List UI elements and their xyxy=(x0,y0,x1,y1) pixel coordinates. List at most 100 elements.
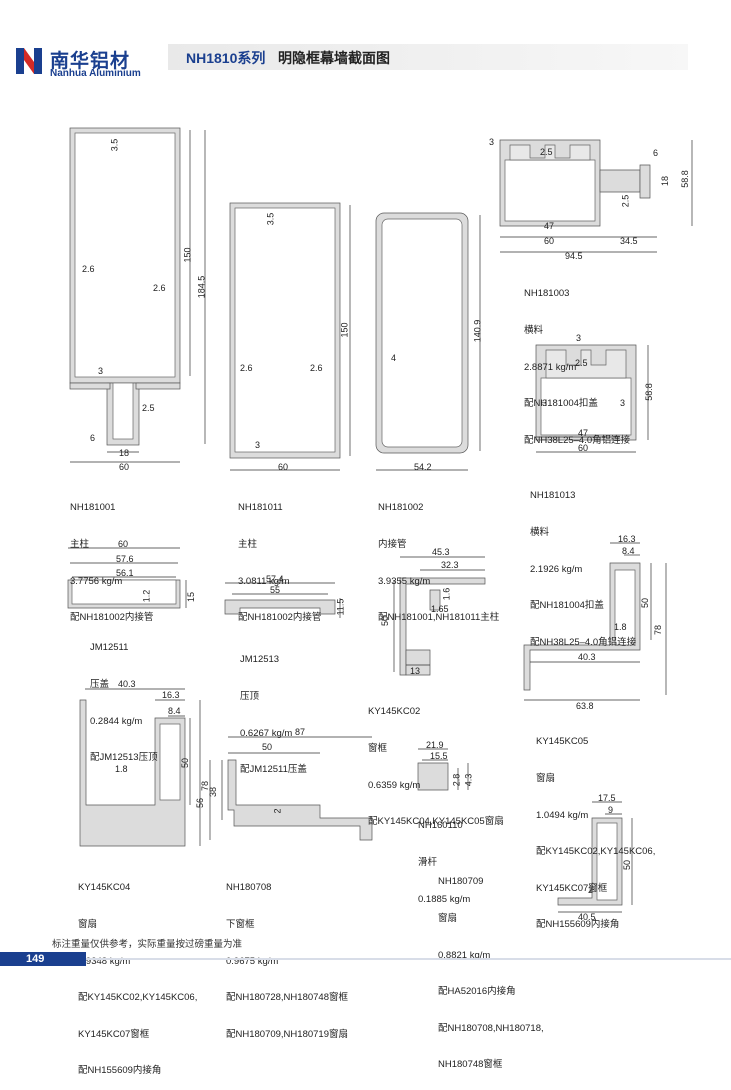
dim-label: 150 xyxy=(339,322,350,338)
dim-label: 2.5 xyxy=(575,358,588,368)
profile-name: 下窗框 xyxy=(226,919,255,931)
profile-name: 窗扇 xyxy=(78,919,98,931)
profile-code: JM12513 xyxy=(240,654,280,666)
caption-nh181002: NH181002 内接管 3.9355 kg/m 配NH181001,NH181… xyxy=(378,478,499,637)
profile-weight: 3.0811 kg/m xyxy=(238,575,290,587)
dim-label: 32.3 xyxy=(441,560,459,570)
profile-note: 配NH38L25–4.0角铝连接 xyxy=(530,636,637,648)
dim-label: 60 xyxy=(544,236,555,246)
profile-nh180708 xyxy=(209,736,373,841)
profile-note: 配NH180728,NH180748窗框 xyxy=(226,992,348,1004)
caption-nh181003: NH181003 横料 2.8871 kg/m 配NH181004扣盖 配NH3… xyxy=(524,264,630,459)
dim-label: 2.6 xyxy=(82,264,95,274)
profile-weight: 0.9348 kg/m xyxy=(78,955,131,967)
profile-name: 内接管 xyxy=(378,539,407,551)
dim-label: 3 xyxy=(489,137,495,147)
dim-label: 9 xyxy=(608,805,614,815)
profile-note: KY145KC07窗框 xyxy=(78,1028,150,1040)
dim-label: 60 xyxy=(119,462,130,472)
profile-code: NH160110 xyxy=(418,820,463,832)
profile-nh180709 xyxy=(557,801,633,913)
profile-note: 配JM12513压顶 xyxy=(90,752,158,764)
dim-label: 54.2 xyxy=(414,462,432,472)
dim-label: 87 xyxy=(295,727,306,737)
profile-note: 配KY145KC04,KY145KC05窗扇 xyxy=(368,816,504,828)
dim-label: 2.5 xyxy=(142,403,155,413)
profile-weight: 1.0494 kg/m xyxy=(536,809,589,821)
profile-code: NH181011 xyxy=(238,502,283,514)
profile-note: 配NH181002内接管 xyxy=(238,612,322,624)
dim-label: 40.3 xyxy=(578,652,596,662)
profile-note: 配NH181004扣盖 xyxy=(524,398,598,410)
profile-weight: 0.2844 kg/m xyxy=(90,715,143,727)
profile-nh160110 xyxy=(417,748,469,791)
profile-weight: 0.6267 kg/m xyxy=(240,727,293,739)
dim-label: 21.9 xyxy=(426,740,444,750)
profile-code: NH181002 xyxy=(378,502,424,514)
dim-label: 94.5 xyxy=(565,251,583,261)
profile-note: 配NH181004扣盖 xyxy=(530,600,604,612)
brand-name-cn: 南华铝材 xyxy=(50,51,131,72)
dim-label: 3.5 xyxy=(265,212,276,226)
dim-label: 140.9 xyxy=(472,319,483,343)
nanhua-logo xyxy=(16,48,42,74)
caption-nh181011: NH181011 主柱 3.0811 kg/m 配NH181002内接管 xyxy=(238,478,321,637)
brand-name-en: Nanhua Aluminium xyxy=(50,68,141,79)
page-header: 南华铝材 Nanhua Aluminium NH1810系列 明隐框幕墙截面图 xyxy=(0,38,731,80)
dim-label: 6 xyxy=(653,148,659,158)
profile-code: NH180709 xyxy=(438,876,484,888)
dim-label: 2.5 xyxy=(620,194,631,208)
profile-code: JM12511 xyxy=(90,642,129,654)
profile-ky145kc02 xyxy=(393,556,486,676)
weight-disclaimer: 标注重量仅供参考，实际重量按过磅重量为准 xyxy=(52,939,243,950)
profile-name: 滑杆 xyxy=(418,857,438,869)
dim-label: 2 xyxy=(272,808,283,814)
dim-label: 63.8 xyxy=(576,701,594,711)
profile-weight: 2.1926 kg/m xyxy=(530,563,583,575)
profile-ky145kc05 xyxy=(523,542,667,701)
profile-jm12513 xyxy=(224,582,341,618)
dim-label: 45.3 xyxy=(432,547,450,557)
dim-label: 56.1 xyxy=(116,568,134,578)
caption-ky145kc02: KY145KC02 窗框 0.6359 kg/m 配KY145KC04,KY14… xyxy=(368,682,504,841)
dim-label: 57.4 xyxy=(266,574,284,584)
caption-nh160110: NH160110 滑杆 0.1885 kg/m xyxy=(418,796,470,918)
dim-label: 58.8 xyxy=(679,170,690,188)
dim-label: 18 xyxy=(660,175,671,187)
profile-code: NH181001 xyxy=(70,502,116,514)
dim-label: 56 xyxy=(195,797,206,809)
dim-label: 15.5 xyxy=(430,751,448,761)
dim-label: 3 xyxy=(98,366,104,376)
profile-note: 配KY145KC02,KY145KC06, xyxy=(536,846,656,858)
dim-label: 3 xyxy=(255,440,261,450)
profile-ky145kc04 xyxy=(79,688,201,847)
profile-code: NH181013 xyxy=(530,490,576,502)
dim-label: 58.8 xyxy=(643,383,654,401)
dim-label: 150 xyxy=(182,247,193,263)
profile-note: 配NH181002内接管 xyxy=(70,612,154,624)
dim-label: 17.5 xyxy=(598,793,616,803)
profile-note: 配NH180709,NH180719窗扇 xyxy=(226,1028,348,1040)
profile-note: 配NH38L25–4.0角铝连接 xyxy=(524,434,631,446)
profile-name: 压顶 xyxy=(240,691,260,703)
caption-ky145kc04: KY145KC04 窗扇 0.9348 kg/m 配KY145KC02,KY14… xyxy=(78,858,197,1090)
dim-label: 6 xyxy=(90,433,96,443)
profile-name: 横料 xyxy=(530,527,550,539)
dim-label: 1.8 xyxy=(614,622,627,632)
profile-name: 横料 xyxy=(524,325,544,337)
dim-label: 47 xyxy=(578,428,589,438)
dim-label: 60 xyxy=(278,462,289,472)
dim-label: 60 xyxy=(118,539,129,549)
footer-rule xyxy=(86,958,731,960)
dim-label: 11.5 xyxy=(335,598,346,616)
dim-label: 18 xyxy=(119,448,130,458)
dim-label: 50 xyxy=(180,757,191,769)
dim-label: 13 xyxy=(410,666,421,676)
caption-jm12511: JM12511 压盖 0.2844 kg/m 配JM12513压顶 xyxy=(90,618,158,777)
dim-label: 1.8 xyxy=(115,764,128,774)
profile-nh181011 xyxy=(229,202,351,471)
dim-label: 34.5 xyxy=(620,236,638,246)
profile-note: 配KY145KC02,KY145KC06, xyxy=(78,992,198,1004)
dim-label: 2 xyxy=(588,885,594,895)
dim-label: 60 xyxy=(578,443,589,453)
